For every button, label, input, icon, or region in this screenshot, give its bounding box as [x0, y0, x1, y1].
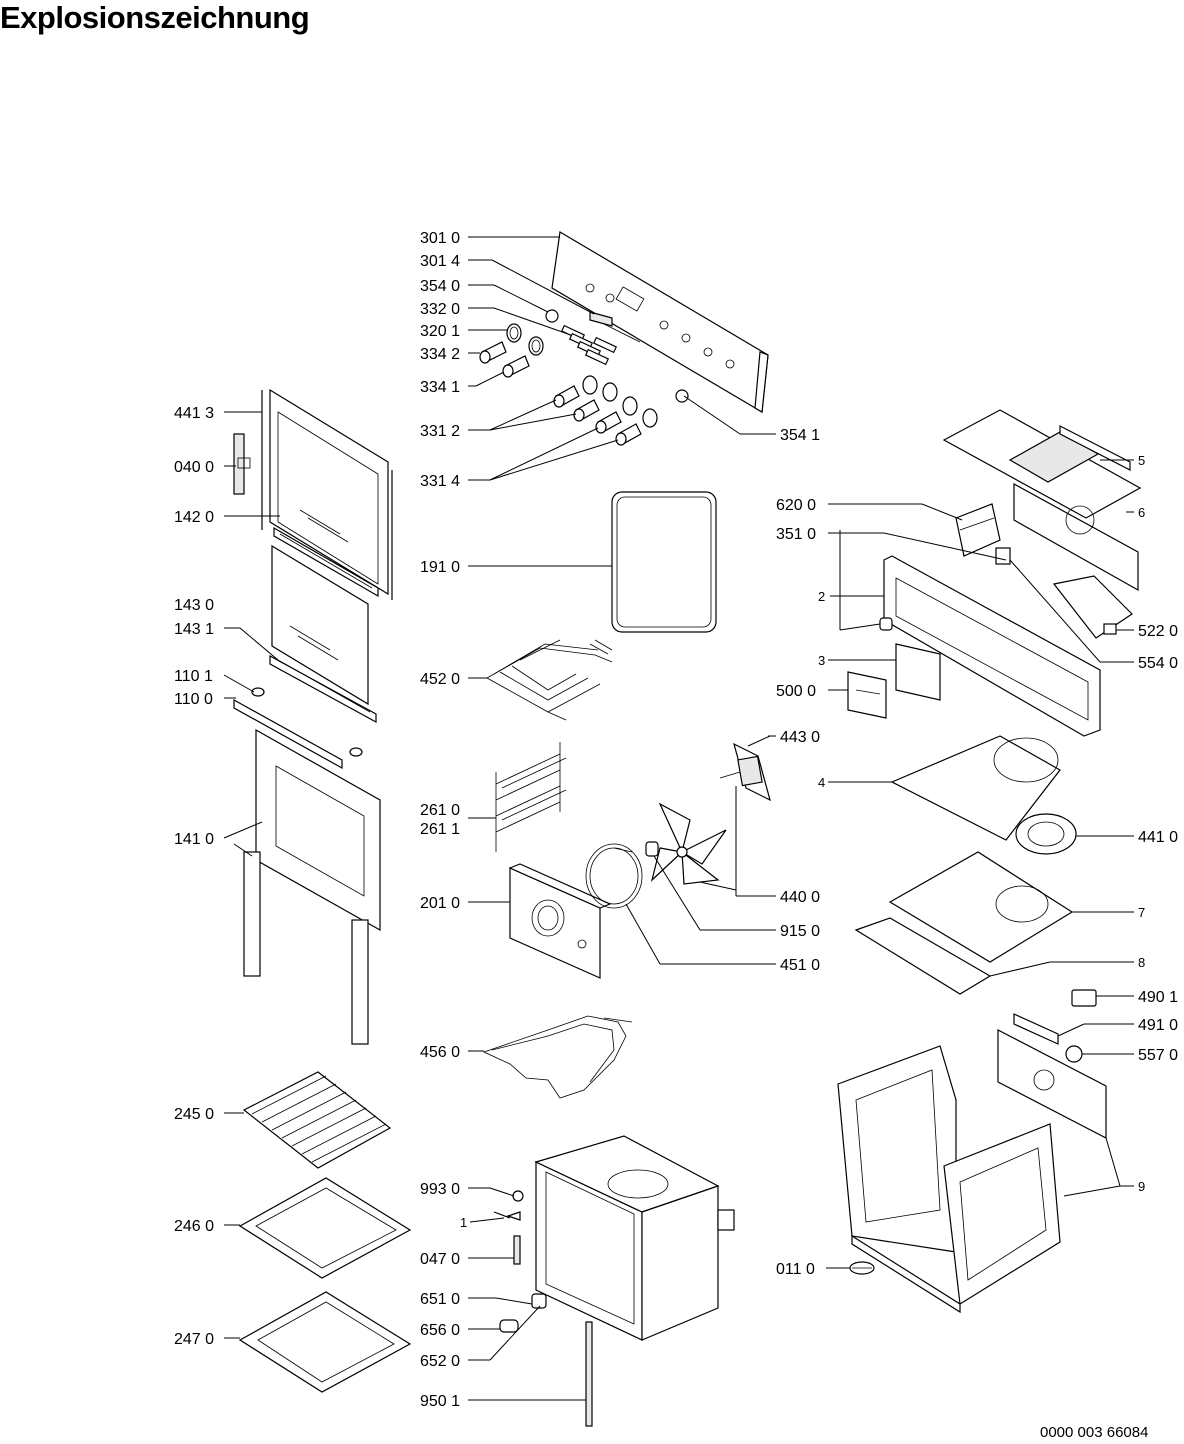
- part-label: 332 0: [420, 301, 460, 318]
- part-label: 143 0: [174, 597, 214, 614]
- part-label: 993 0: [420, 1181, 460, 1198]
- foot-drawing: [849, 1261, 875, 1275]
- part-label: 334 2: [420, 346, 460, 363]
- door-handle-drawing: [233, 687, 363, 770]
- part-label: 4: [818, 775, 825, 790]
- indicator-lamp-2-drawing: [675, 389, 689, 403]
- part-label: 651 0: [420, 1291, 460, 1308]
- part-label: 8: [1138, 955, 1145, 970]
- drip-tray-drawing: [238, 1291, 412, 1393]
- part-label: 191 0: [420, 559, 460, 576]
- control-panel-drawing: [551, 231, 769, 413]
- part-label: 011 0: [776, 1261, 815, 1278]
- baking-tray-drawing: [238, 1177, 412, 1279]
- part-label: 557 0: [1138, 1047, 1178, 1064]
- part-label: 334 1: [420, 379, 460, 396]
- part-label: 440 0: [780, 889, 820, 906]
- door-profile-drawing: [273, 526, 379, 598]
- glass-holder-drawing: [269, 654, 377, 724]
- outer-door-drawing: [261, 388, 393, 600]
- part-label: 1: [460, 1215, 467, 1230]
- side-frames-drawing: [837, 1045, 1061, 1314]
- part-label: 656 0: [420, 1322, 460, 1339]
- part-label: 247 0: [174, 1331, 214, 1348]
- page-title: Explosionszeichnung: [0, 0, 310, 35]
- switch-module-drawing: [955, 503, 1011, 565]
- fan-motor-drawing: [719, 742, 771, 802]
- timer-bracket-drawing: [847, 643, 941, 719]
- part-label: 5: [1138, 453, 1145, 468]
- rear-small-parts-drawing: [1013, 989, 1097, 1063]
- oven-cavity-drawing: [534, 1135, 735, 1341]
- part-labels: 301 0 301 4 354 0 332 0 320 1 334 2 334 …: [174, 230, 1178, 1410]
- cavity-fittings-drawing: [493, 1190, 593, 1427]
- part-label: 451 0: [780, 957, 820, 974]
- ring-heater-drawing: [585, 843, 643, 909]
- part-label: 490 1: [1138, 989, 1178, 1006]
- part-label: 620 0: [776, 497, 816, 514]
- part-label: 261 1: [420, 821, 460, 838]
- part-label: 2: [818, 589, 825, 604]
- part-label: 950 1: [420, 1393, 460, 1410]
- part-label: 331 2: [420, 423, 460, 440]
- electronic-module-drawing: [1052, 575, 1133, 639]
- part-label: 261 0: [420, 802, 460, 819]
- part-label: 452 0: [420, 671, 460, 688]
- knobs-drawing: [479, 323, 658, 446]
- part-label: 3: [818, 653, 825, 668]
- part-label: 443 0: [780, 729, 820, 746]
- control-bracket-drawing: [879, 555, 1101, 737]
- part-label: 331 4: [420, 473, 460, 490]
- part-label: 456 0: [420, 1044, 460, 1061]
- fan-housing-drawing: [890, 735, 1077, 855]
- insulation-plates-drawing: [854, 851, 1074, 995]
- wire-rack-drawing: [242, 1071, 392, 1169]
- part-label: 142 0: [174, 509, 214, 526]
- part-label: 110 1: [174, 668, 213, 685]
- part-label: 141 0: [174, 831, 214, 848]
- part-label: 915 0: [780, 923, 820, 940]
- part-label: 320 1: [420, 323, 460, 340]
- inner-glass-drawing: [271, 544, 369, 706]
- part-label: 500 0: [776, 683, 816, 700]
- top-housing-drawing: [942, 409, 1142, 592]
- part-label: 652 0: [420, 1353, 460, 1370]
- part-label: 354 1: [780, 427, 820, 444]
- part-label: 040 0: [174, 459, 214, 476]
- part-label: 047 0: [420, 1251, 460, 1268]
- part-label: 351 0: [776, 526, 816, 543]
- part-label: 491 0: [1138, 1017, 1178, 1034]
- display-window-drawing: [589, 311, 613, 327]
- part-label: 301 0: [420, 230, 460, 247]
- part-label: 9: [1138, 1179, 1145, 1194]
- part-label: 554 0: [1138, 655, 1178, 672]
- leader-lines: [223, 236, 1134, 1401]
- document-code: 0000 003 66084: [1040, 1424, 1149, 1441]
- part-label: 6: [1138, 505, 1145, 520]
- part-label: 522 0: [1138, 623, 1178, 640]
- door-hinge-drawing: [233, 433, 251, 495]
- door-gasket-drawing: [611, 491, 717, 633]
- bottom-heater-drawing: [482, 1015, 633, 1099]
- part-label: 201 0: [420, 895, 460, 912]
- rear-panel-drawing: [997, 1029, 1107, 1139]
- part-label: 441 3: [174, 405, 214, 422]
- fan-cover-drawing: [508, 863, 612, 979]
- part-label: 441 0: [1138, 829, 1178, 846]
- pushbuttons-drawing: [560, 324, 618, 366]
- part-label: 246 0: [174, 1218, 214, 1235]
- top-heater-drawing: [486, 639, 613, 721]
- fan-wheel-drawing: [645, 802, 727, 885]
- part-label: 245 0: [174, 1106, 214, 1123]
- part-label: 143 1: [174, 621, 214, 638]
- indicator-lamp-drawing: [545, 309, 559, 323]
- part-label: 7: [1138, 905, 1145, 920]
- shelf-supports-drawing: [495, 742, 567, 852]
- part-label: 301 4: [420, 253, 460, 270]
- part-label: 110 0: [174, 691, 213, 708]
- door-frame-drawing: [243, 728, 381, 1045]
- part-label: 354 0: [420, 278, 460, 295]
